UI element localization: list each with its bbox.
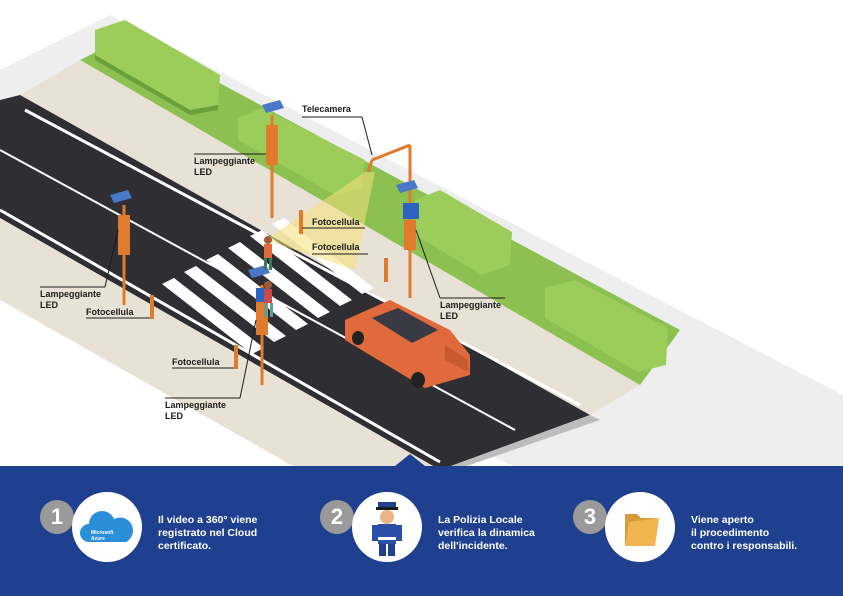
pedestrian-2 — [264, 281, 273, 317]
step-2-text: La Polizia Locale verifica la dinamica d… — [438, 514, 535, 552]
grass-strip — [80, 35, 680, 385]
lane-line-top — [24, 108, 581, 407]
hedge-1 — [95, 20, 220, 115]
photocell-post-4 — [234, 345, 238, 369]
sidewalk-bottom — [0, 218, 440, 470]
step-1-circle: Microsoft Azure — [72, 492, 142, 562]
step-3-number: 3 — [573, 500, 607, 534]
crosswalk-scene — [0, 15, 843, 470]
step-2-circle — [352, 492, 422, 562]
step-3-text: Viene aperto il procedimento contro i re… — [691, 514, 798, 552]
lane-line-bottom — [0, 208, 441, 464]
label-fotocellula-1: Fotocellula — [312, 217, 360, 227]
photocell-post-1 — [299, 210, 303, 234]
label-lampeggiante-top: Lampeggiante LED — [194, 156, 256, 177]
step-2-number: 2 — [320, 500, 354, 534]
car — [345, 300, 470, 388]
road-edge — [440, 415, 600, 470]
label-fotocellula-2: Fotocellula — [312, 242, 360, 252]
label-telecamera: Telecamera — [302, 104, 351, 114]
folder-icon — [625, 514, 659, 546]
label-lampeggiante-left: Lampeggiante LED — [40, 289, 102, 310]
photocell-post-2 — [384, 258, 388, 282]
label-lampeggiante-bottom: Lampeggiante LED — [165, 400, 227, 421]
pedestrian-1 — [264, 236, 272, 270]
step-1-text: Il video a 360° viene registrato nel Clo… — [158, 514, 258, 552]
cloud-icon — [80, 511, 133, 542]
pole-top-left — [262, 100, 284, 218]
photocell-post-3 — [150, 295, 154, 319]
label-fotocellula-4: Fotocellula — [172, 357, 220, 367]
label-lampeggiante-right: Lampeggiante LED — [440, 300, 502, 321]
step-1-number: 1 — [40, 500, 74, 534]
step-3-circle — [605, 492, 675, 562]
hedge-4 — [545, 280, 668, 372]
flow-arrow-icon — [70, 385, 131, 470]
panel-notch — [395, 454, 425, 466]
label-fotocellula-3: Fotocellula — [86, 307, 134, 317]
police-officer-icon — [372, 502, 402, 556]
pole-left — [110, 190, 132, 305]
azure-logo-text: Microsoft Azure — [91, 530, 114, 542]
camera-light-cone — [265, 172, 375, 270]
steps-panel: 1 Microsoft Azure Il video a 360° viene … — [0, 454, 843, 596]
pole-right — [396, 180, 419, 298]
hedge-3 — [415, 190, 512, 275]
